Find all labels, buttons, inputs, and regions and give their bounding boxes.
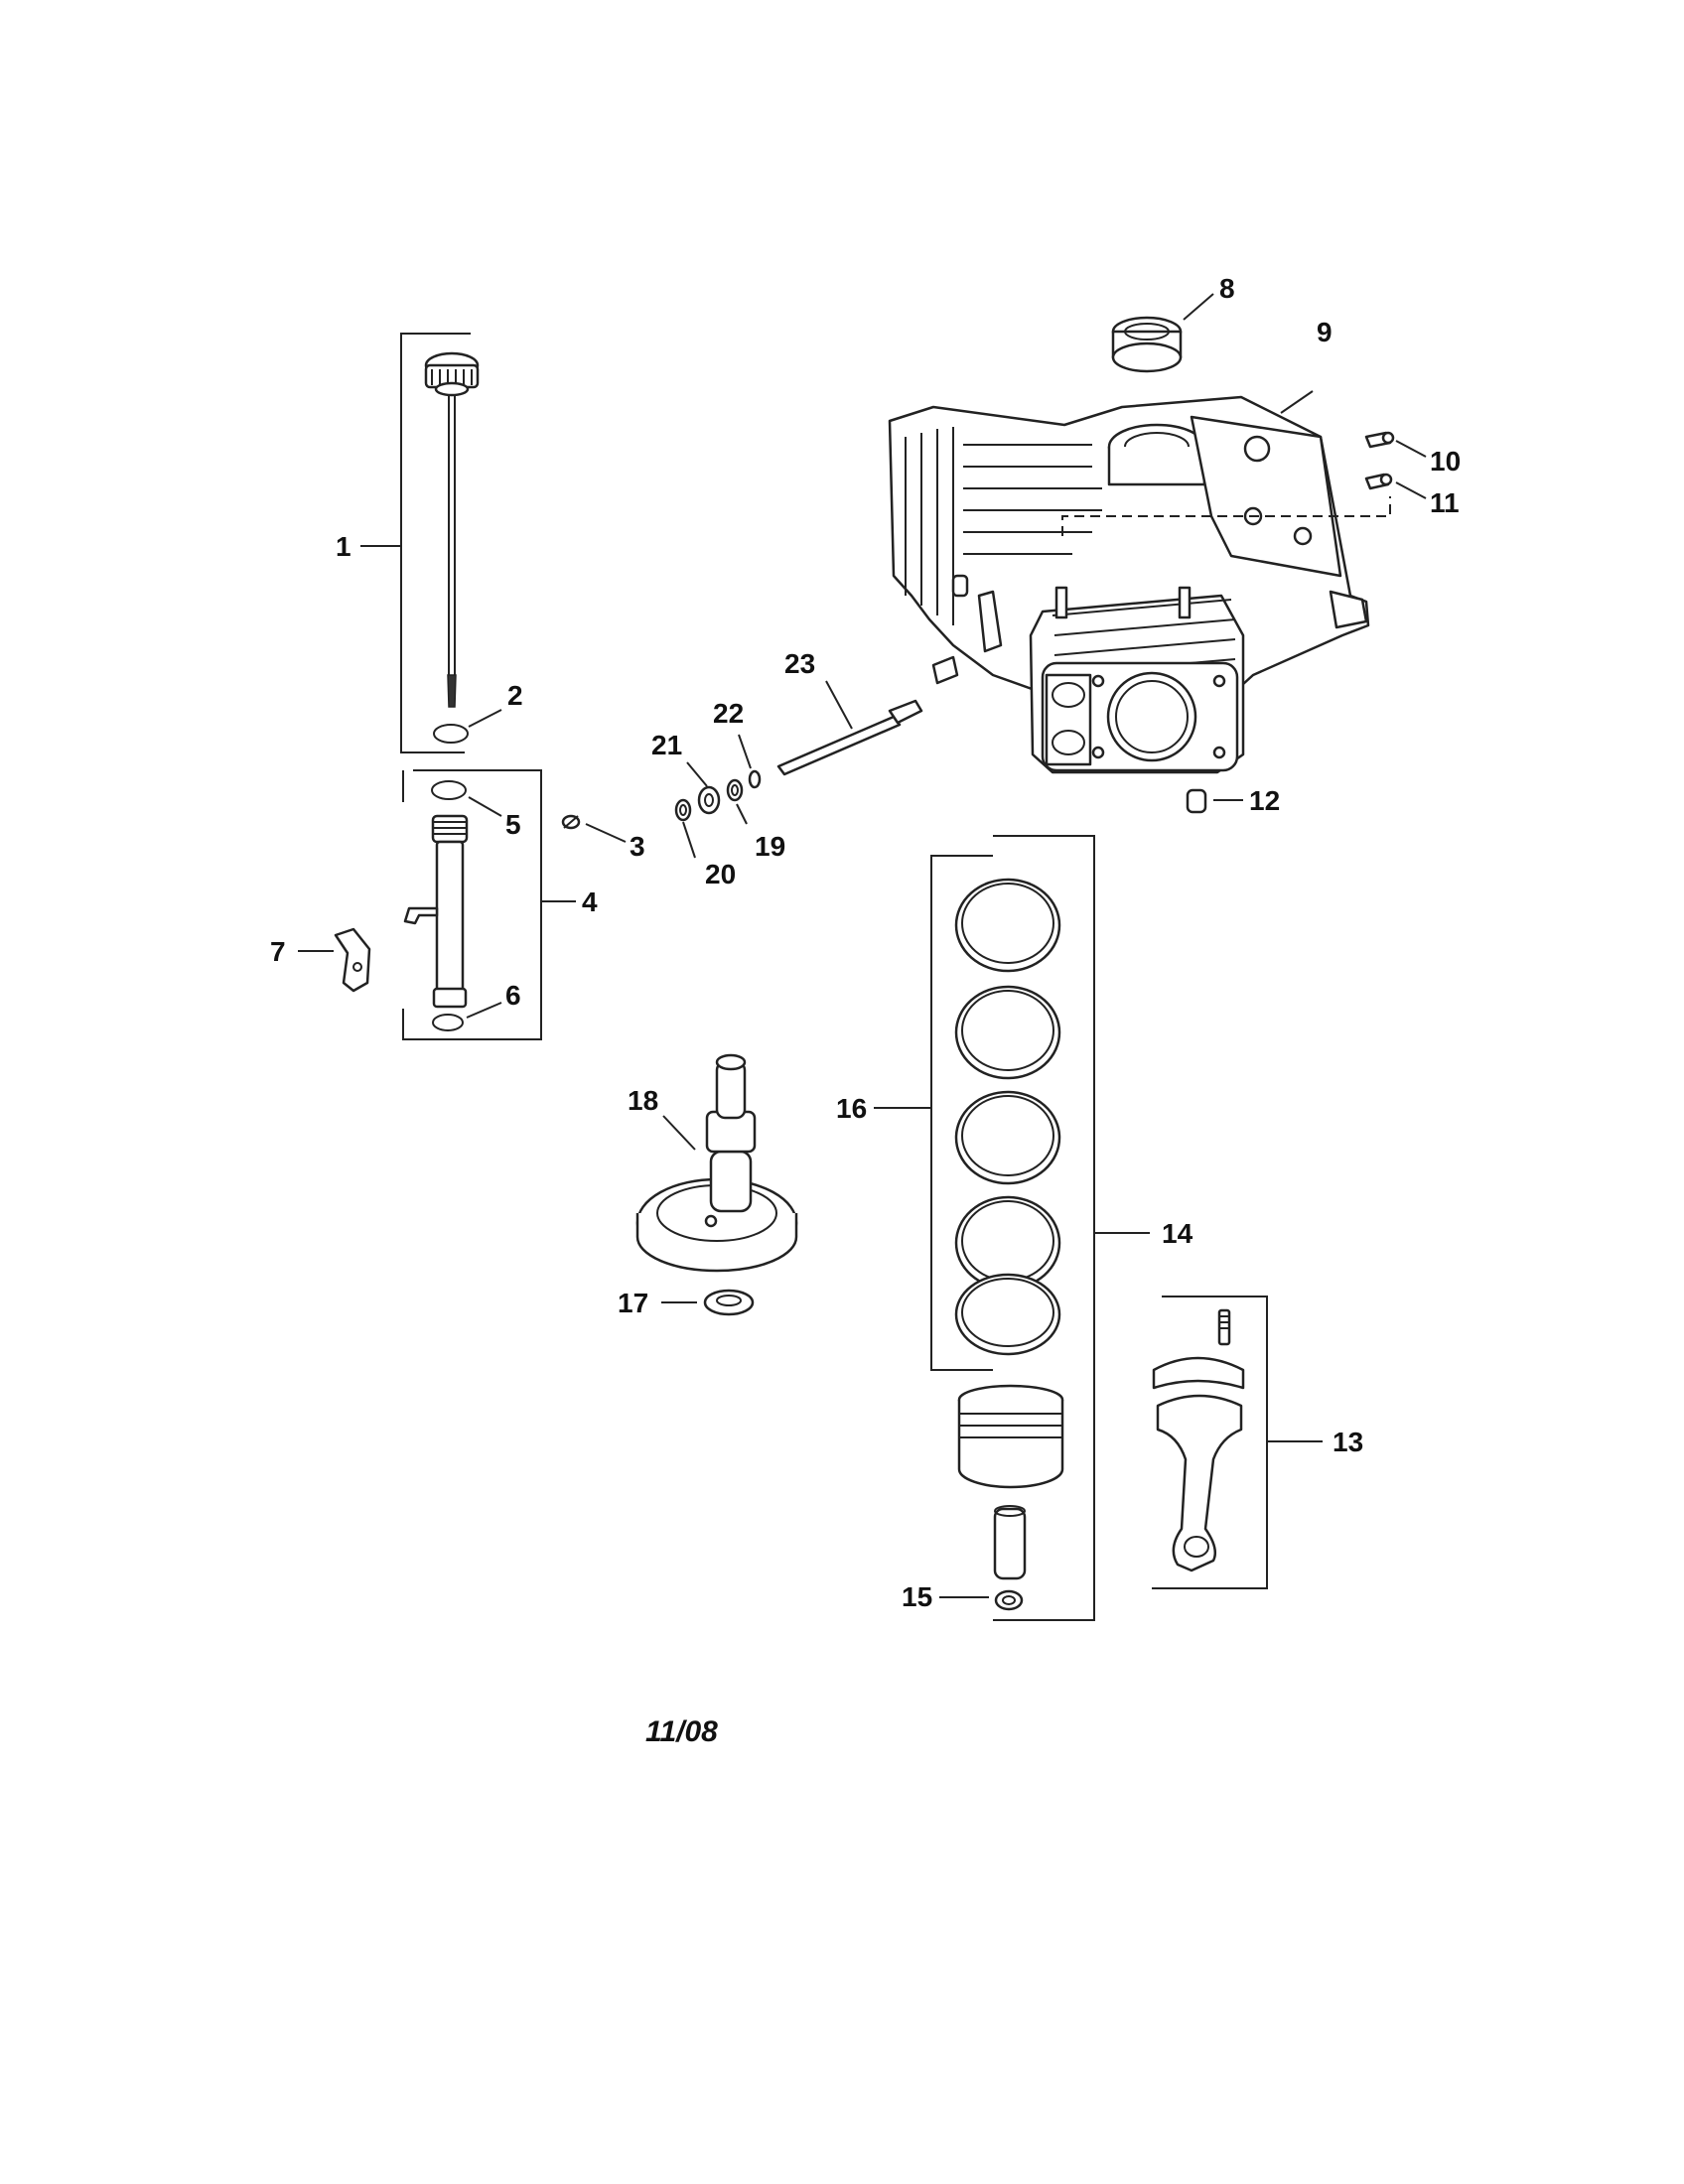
part-23-rod: [776, 680, 923, 776]
part-4-dipstick-tube: [402, 769, 576, 1040]
part-7-bracket: [298, 927, 371, 993]
callout-3: 3: [630, 831, 645, 862]
leader-21: [686, 761, 708, 787]
callout-6: 6: [505, 980, 521, 1011]
callout-23: 23: [784, 648, 815, 679]
callout-21: 21: [651, 730, 682, 760]
callout-12: 12: [1249, 785, 1280, 816]
part-3-screw: [561, 814, 627, 843]
callout-16: 16: [836, 1093, 867, 1124]
callout-8: 8: [1219, 273, 1235, 304]
callout-17: 17: [618, 1288, 648, 1318]
part-9-crankcase: [888, 390, 1391, 774]
bracket-14: [993, 835, 1095, 1621]
part-17-washer: [661, 1289, 755, 1316]
leader-22: [738, 734, 752, 769]
callout-10: 10: [1430, 446, 1461, 477]
leader-5: [468, 796, 502, 817]
callout-13: 13: [1333, 1427, 1363, 1457]
parts-19-22-seals: [674, 769, 762, 822]
parts-10-11-pins: [1364, 431, 1427, 499]
part-13-connecting-rod: [1152, 1296, 1323, 1589]
leader-2: [468, 709, 502, 728]
part-1-dipstick: [360, 333, 480, 753]
callout-4: 4: [582, 887, 598, 917]
revision-date: 11/08: [645, 1715, 718, 1748]
callout-20: 20: [705, 859, 736, 889]
part-15-clip: [939, 1589, 1024, 1611]
part-14-piston: [957, 1384, 1064, 1580]
callout-7: 7: [270, 936, 286, 967]
callout-5: 5: [505, 809, 521, 840]
part-16-piston-rings: [874, 855, 1061, 1371]
callout-15: 15: [902, 1581, 932, 1612]
leader-6: [466, 1002, 502, 1019]
callout-9: 9: [1317, 317, 1333, 347]
leader-20: [682, 821, 696, 859]
callout-22: 22: [713, 698, 744, 729]
part-18-camshaft: [635, 1053, 798, 1273]
callout-19: 19: [755, 831, 785, 862]
callout-2: 2: [507, 680, 523, 711]
callout-14: 14: [1162, 1218, 1193, 1249]
part-8-seal: [1111, 293, 1214, 373]
part-12-plug: [1186, 788, 1243, 814]
leader-19: [736, 803, 748, 825]
callout-18: 18: [628, 1085, 658, 1116]
callout-1: 1: [336, 531, 351, 562]
callout-11: 11: [1430, 487, 1460, 518]
